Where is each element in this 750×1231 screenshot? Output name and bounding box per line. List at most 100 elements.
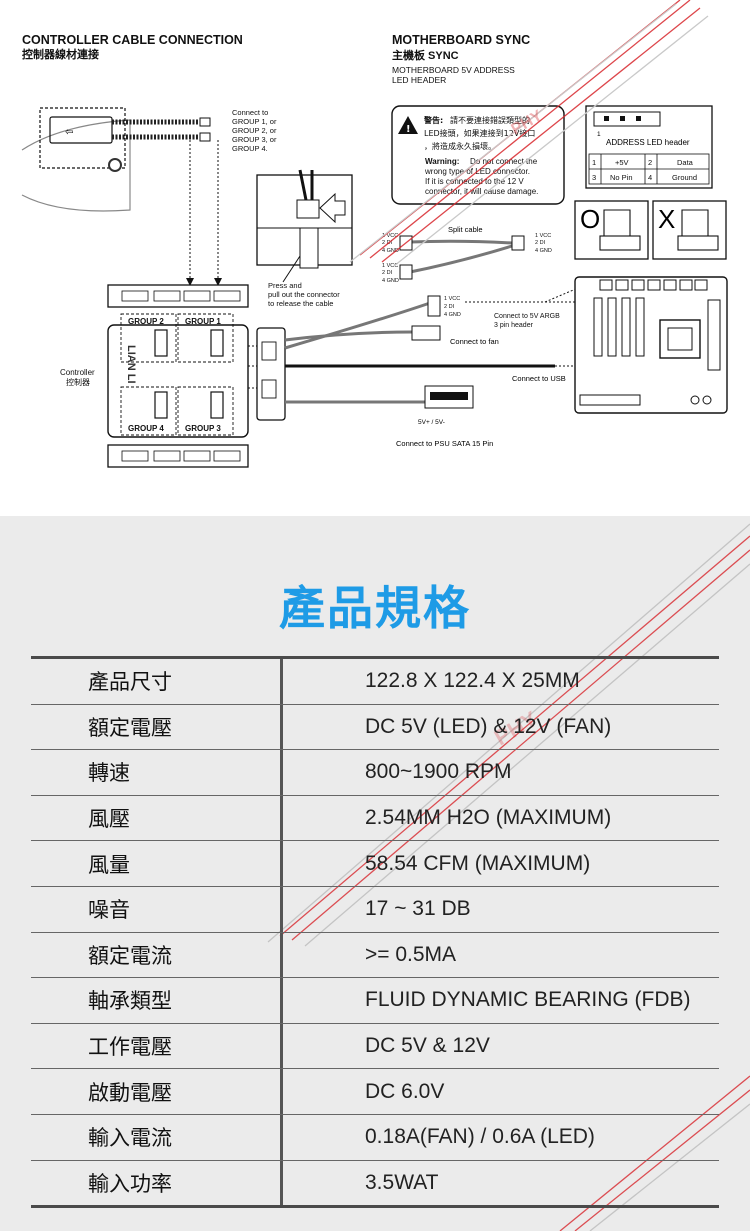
table-row: 輸入電流 0.18A(FAN) / 0.6A (LED) [31, 1114, 719, 1161]
spec-label: 輸入電流 [31, 1114, 283, 1160]
pin-3-name: No Pin [610, 173, 633, 182]
pins-c-2: 2 DI [535, 240, 546, 246]
group-3-label: GROUP 3 [185, 424, 221, 433]
warning-zh-3: ，將造成永久損壞。 [424, 141, 496, 151]
spec-value: 800~1900 RPM [365, 760, 512, 784]
spec-value: 17 ~ 31 DB [365, 897, 471, 921]
spec-value: DC 5V & 12V [365, 1034, 490, 1058]
spec-label: 噪音 [31, 886, 283, 932]
pins-c-1: 1 VCC [535, 233, 551, 239]
table-row: 噪音 17 ~ 31 DB [31, 886, 719, 933]
pins-b-3: 4 GND [382, 278, 399, 284]
pin-2-num: 2 [648, 158, 652, 167]
pin-1-name: +5V [615, 158, 629, 167]
spec-value: 122.8 X 122.4 X 25MM [365, 669, 580, 693]
group-1-label: GROUP 1 [185, 317, 221, 326]
pins-d-1: 1 VCC [444, 296, 460, 302]
sync-heading: MOTHERBOARD SYNC [392, 33, 530, 47]
pins-a-1: 1 VCC [382, 233, 398, 239]
cable-heading-zh: 控制器線材連接 [22, 47, 99, 61]
controller-label: Controller [60, 368, 95, 377]
pin-4-name: Ground [672, 173, 697, 182]
spec-title: 產品規格 [279, 581, 471, 635]
cable-heading: CONTROLLER CABLE CONNECTION [22, 33, 243, 47]
warning-en-3: If it is connected to the 12 V [425, 177, 524, 186]
pin-4-num: 4 [648, 173, 652, 182]
table-row: 額定電流 >= 0.5MA [31, 932, 719, 979]
cable-connection-diagram: CONTROLLER CABLE CONNECTION 控制器線材連接 MOTH… [0, 0, 750, 516]
group-2-label: GROUP 2 [128, 317, 164, 326]
connect-note-5: GROUP 4. [232, 144, 268, 153]
fan-note: Connect to fan [450, 337, 499, 346]
table-row: 轉速 800~1900 RPM [31, 750, 719, 796]
warning-zh-2: LED接頭，如果連接到12V接口 [424, 128, 535, 138]
sync-sub1: MOTHERBOARD 5V ADDRESS [392, 65, 515, 75]
spec-label: 輸入功率 [31, 1160, 283, 1206]
table-row: 啟動電壓 DC 6.0V [31, 1069, 719, 1115]
spec-label: 轉速 [31, 750, 283, 795]
pins-a-3: 4 GND [382, 248, 399, 254]
spec-label: 軸承類型 [31, 978, 283, 1023]
warning-en-title: Warning: [425, 157, 459, 166]
group-4-label: GROUP 4 [128, 424, 164, 433]
table-row: 輸入功率 3.5WAT [31, 1160, 719, 1209]
address-header-title: ADDRESS LED header [606, 138, 690, 147]
pins-d-3: 4 GND [444, 312, 461, 318]
pins-d-2: 2 DI [444, 304, 455, 310]
pins-c-3: 4 GND [535, 248, 552, 254]
usb-note: Connect to USB [512, 374, 566, 383]
wiring-diagram: CONTROLLER CABLE CONNECTION 控制器線材連接 MOTH… [21, 33, 728, 468]
connect-note-4: GROUP 3, or [232, 135, 277, 144]
spec-label: 風量 [31, 841, 283, 886]
spec-value: 2.54MM H2O (MAXIMUM) [365, 806, 612, 830]
pins-b-2: 2 DI [382, 270, 393, 276]
press-note-2: pull out the connector [268, 290, 340, 299]
warning-en-2: wrong type of LED connector. [424, 167, 530, 176]
table-row: 產品尺寸 122.8 X 122.4 X 25MM [31, 659, 719, 705]
controller-brand: LIAN LI [125, 345, 137, 384]
spec-value: DC 6.0V [365, 1079, 445, 1103]
split-cable-label: Split cable [448, 225, 483, 234]
pin-3-num: 3 [592, 173, 596, 182]
press-note-3: to release the cable [268, 299, 333, 308]
spec-value: 0.18A(FAN) / 0.6A (LED) [365, 1125, 595, 1149]
svg-text:1: 1 [597, 131, 601, 138]
spec-value: 58.54 CFM (MAXIMUM) [365, 851, 591, 875]
spec-value: >= 0.5MA [365, 942, 457, 966]
table-row: 軸承類型 FLUID DYNAMIC BEARING (FDB) [31, 978, 719, 1024]
connect-note-3: GROUP 2, or [232, 126, 277, 135]
pin-1-num: 1 [592, 158, 596, 167]
spec-value: 3.5WAT [365, 1170, 439, 1194]
press-note-1: Press and [268, 281, 302, 290]
warning-en-4: connector, it will cause damage. [425, 187, 538, 196]
spec-value: DC 5V (LED) & 12V (FAN) [365, 714, 612, 738]
psu-pins: 5V+ / 5V- [418, 419, 445, 426]
pins-a-2: 2 DI [382, 240, 393, 246]
spec-label: 產品尺寸 [31, 659, 283, 704]
up-arrow-icon [319, 192, 346, 224]
table-row: 風量 58.54 CFM (MAXIMUM) [31, 841, 719, 887]
pin-2-name: Data [677, 158, 694, 167]
spec-label: 啟動電壓 [31, 1069, 283, 1114]
argb-note-1: Connect to 5V ARGB [494, 313, 560, 320]
spec-label: 風壓 [31, 795, 283, 841]
connect-note-2: GROUP 1, or [232, 117, 277, 126]
warning-zh-1: 請不要連接錯誤類型的 [450, 115, 530, 125]
argb-note-2: 3 pin header [494, 322, 534, 329]
spec-table: 產品尺寸 122.8 X 122.4 X 25MM 額定電壓 DC 5V (LED)… [31, 656, 719, 1209]
left-arrow-icon: ⇦ [65, 127, 73, 138]
pins-b-1: 1 VCC [382, 263, 398, 269]
table-row: 風壓 2.54MM H2O (MAXIMUM) [31, 795, 719, 842]
controller-label-zh: 控制器 [66, 377, 90, 387]
cross-mark: X [658, 204, 675, 234]
spec-label: 額定電壓 [31, 704, 283, 750]
spec-label: 額定電流 [31, 932, 283, 978]
spec-value: FLUID DYNAMIC BEARING (FDB) [365, 988, 691, 1012]
connect-note-1: Connect to [232, 108, 268, 117]
ok-mark: O [580, 204, 600, 234]
warning-en-1: Do not connect the [470, 157, 538, 166]
warning-zh-title: 警告: [423, 115, 443, 125]
psu-note: Connect to PSU SATA 15 Pin [396, 439, 493, 448]
